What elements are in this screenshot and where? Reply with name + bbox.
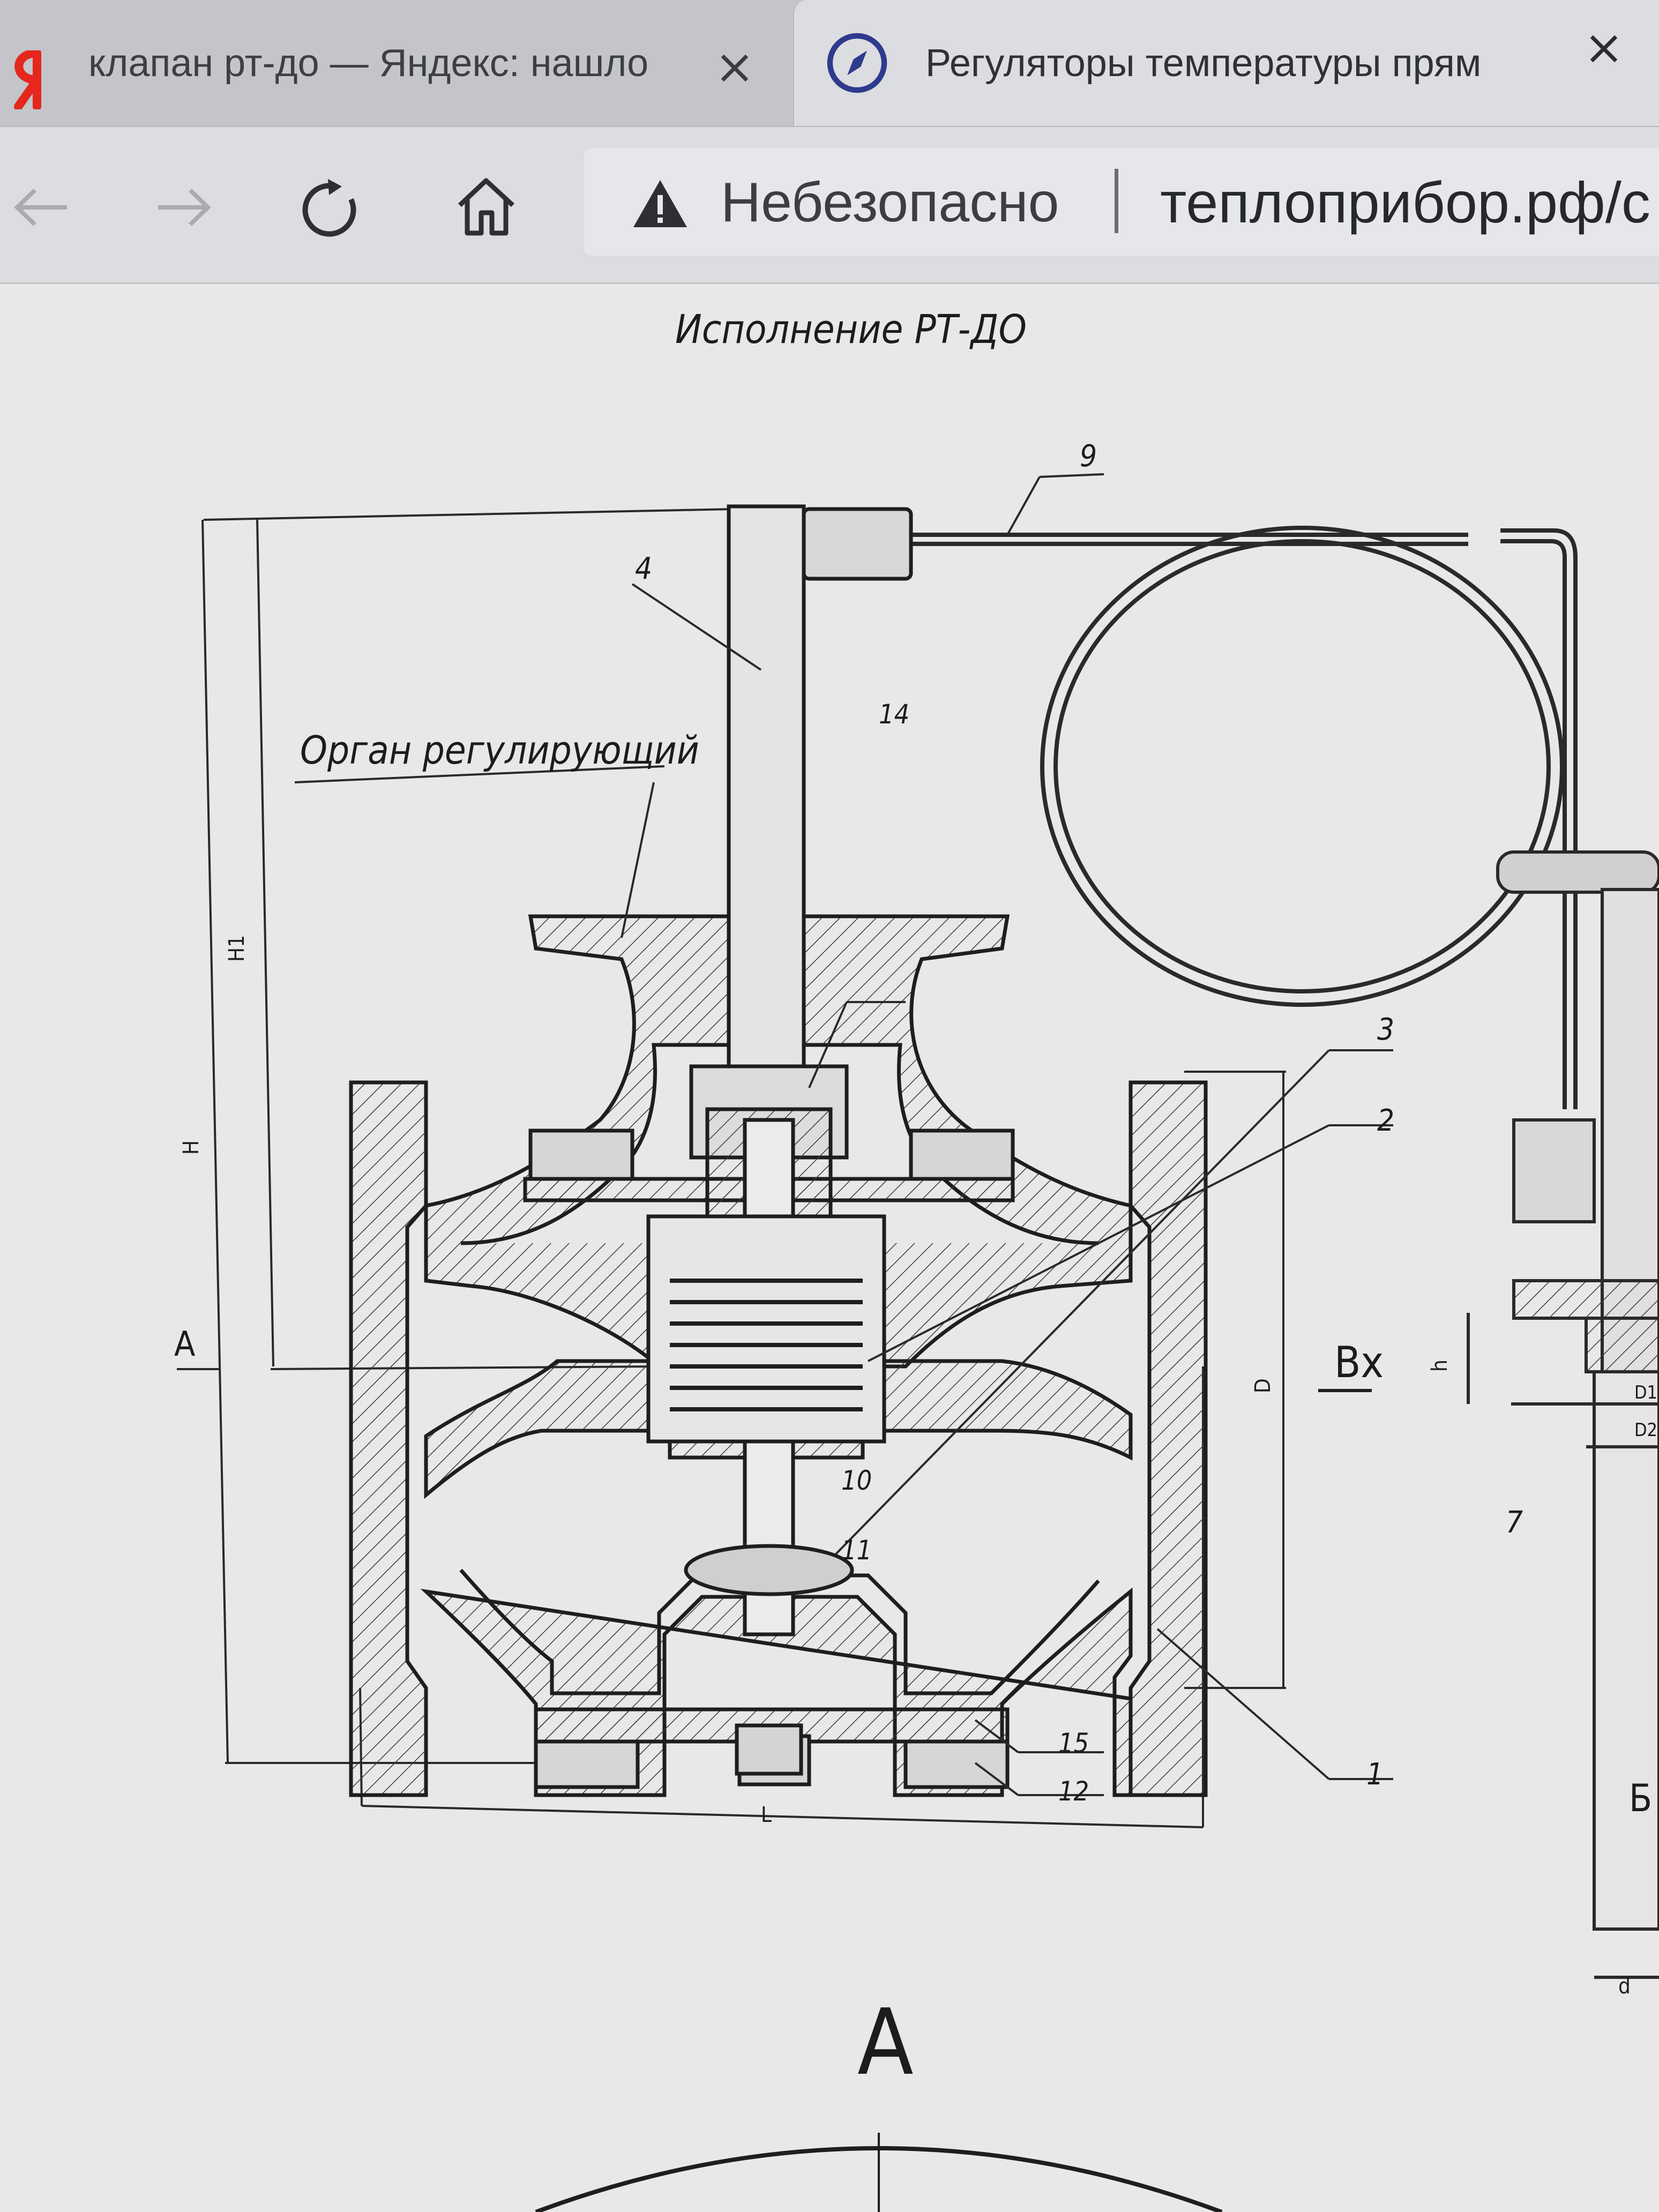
callout-15: 15 bbox=[1058, 1728, 1089, 1759]
navigation-toolbar: Небезопасно теплоприбор.рф/с bbox=[0, 127, 1659, 284]
section-a-label: А bbox=[857, 1990, 914, 2096]
valve-drawing: Исполнение РТ-ДО bbox=[174, 307, 1659, 2212]
callout-7: 7 bbox=[1506, 1505, 1523, 1540]
address-bar[interactable]: Небезопасно теплоприбор.рф/с bbox=[584, 148, 1659, 256]
callout-2: 2 bbox=[1377, 1103, 1394, 1138]
inlet-label: Вх bbox=[1334, 1337, 1384, 1387]
dim-h-small: h bbox=[1428, 1359, 1452, 1372]
callout-11: 11 bbox=[841, 1535, 872, 1566]
leader-lines bbox=[294, 473, 1393, 1796]
yandex-icon bbox=[14, 50, 41, 109]
url-text[interactable]: теплоприбор.рф/с bbox=[1160, 170, 1650, 235]
drawing-title: Исполнение РТ-ДО bbox=[675, 307, 1027, 353]
close-icon[interactable] bbox=[1587, 32, 1620, 65]
dim-l: L bbox=[761, 1803, 772, 1827]
callout-1: 1 bbox=[1366, 1757, 1384, 1792]
dim-d-small: d bbox=[1618, 1974, 1631, 1999]
reload-icon[interactable] bbox=[300, 178, 364, 242]
callout-9: 9 bbox=[1080, 439, 1097, 474]
stem-assembly bbox=[646, 504, 913, 1776]
warning-icon[interactable] bbox=[632, 178, 689, 229]
tab-strip: клапан рт-до — Яндекс: нашло Регуляторы … bbox=[0, 0, 1659, 127]
callout-10: 10 bbox=[841, 1465, 872, 1496]
organ-label: Орган регулирующий bbox=[300, 728, 699, 773]
tab-yandex-search[interactable]: клапан рт-до — Яндекс: нашло bbox=[0, 0, 788, 126]
dim-h: H bbox=[179, 1140, 204, 1155]
tab-title: Регуляторы температуры прям bbox=[925, 41, 1482, 85]
callout-4: 4 bbox=[635, 551, 652, 586]
security-status-label[interactable]: Небезопасно bbox=[721, 171, 1059, 234]
tab-regulators[interactable]: Регуляторы температуры прям bbox=[793, 0, 1659, 126]
callout-3: 3 bbox=[1377, 1012, 1394, 1047]
page-content: Исполнение РТ-ДО bbox=[0, 284, 1659, 2212]
side-view-label: Б bbox=[1629, 1776, 1652, 1820]
dim-d2: D2 bbox=[1634, 1419, 1657, 1441]
url-divider bbox=[1115, 169, 1118, 233]
dim-d1: D1 bbox=[1634, 1382, 1657, 1403]
callout-14: 14 bbox=[879, 699, 909, 730]
capillary-tube bbox=[911, 526, 1578, 1109]
side-view bbox=[1467, 850, 1659, 1979]
compass-icon bbox=[827, 33, 887, 93]
dim-d: D bbox=[1251, 1378, 1275, 1393]
home-icon[interactable] bbox=[455, 174, 517, 238]
tab-title: клапан рт-до — Яндекс: нашло bbox=[88, 41, 649, 85]
dim-h1: H1 bbox=[225, 935, 249, 962]
view-marker-label: А bbox=[174, 1325, 195, 1364]
forward-arrow-icon[interactable] bbox=[155, 186, 214, 229]
back-arrow-icon[interactable] bbox=[11, 186, 70, 229]
close-icon[interactable] bbox=[718, 51, 751, 85]
callout-12: 12 bbox=[1058, 1776, 1089, 1807]
